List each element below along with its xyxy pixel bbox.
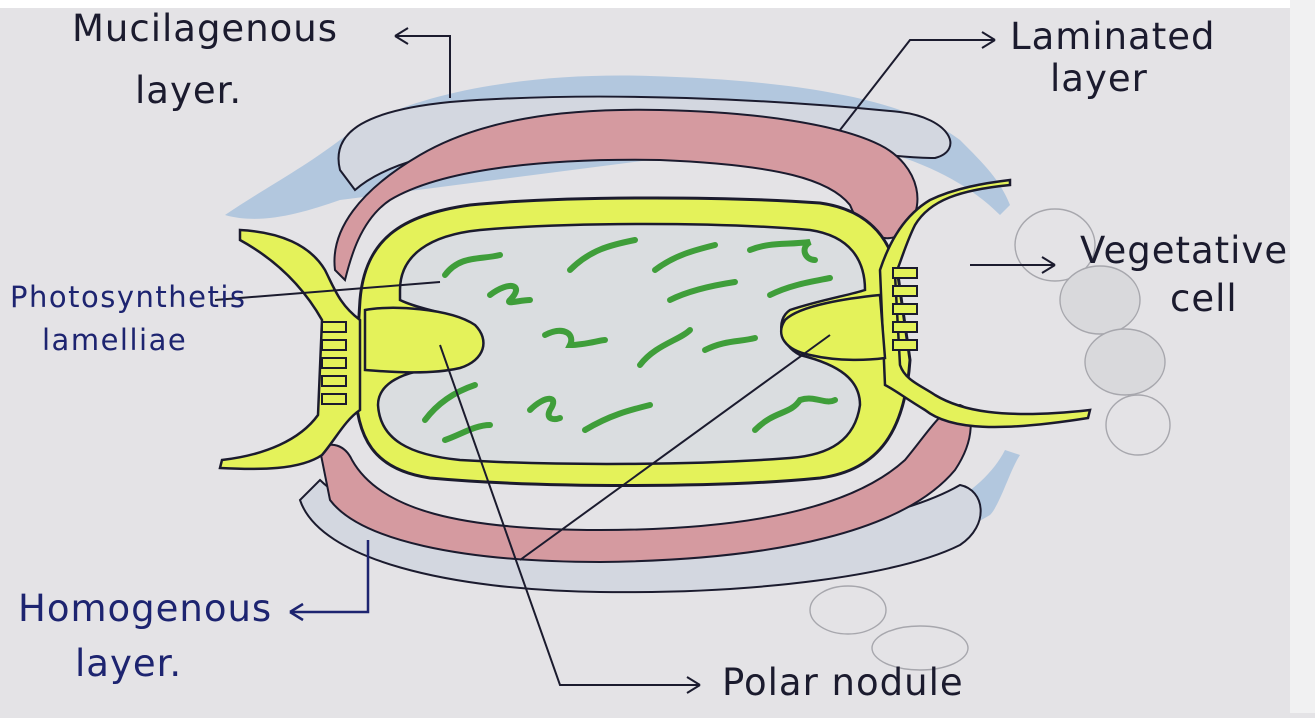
label-mucilagenous-line2: layer.: [135, 72, 242, 111]
label-homogenous-line1: Homogenous: [18, 590, 272, 629]
paper-right-edge: [1290, 0, 1315, 713]
label-photosynthetic-line1: Photosynthetis: [10, 282, 247, 312]
label-laminated-line1: Laminated: [1010, 18, 1216, 57]
label-homogenous-line2: layer.: [75, 645, 182, 684]
label-photosynthetic-line2: lamelliae: [42, 325, 187, 355]
label-vegetative-line1: Vegetative: [1080, 232, 1288, 271]
label-mucilagenous-line1: Mucilagenous: [72, 10, 338, 49]
label-laminated-line2: layer: [1050, 60, 1148, 99]
reverse-page-show-through: [760, 6, 775, 52]
label-vegetative-line2: cell: [1170, 280, 1238, 319]
label-polar-nodule: Polar nodule: [722, 664, 964, 703]
